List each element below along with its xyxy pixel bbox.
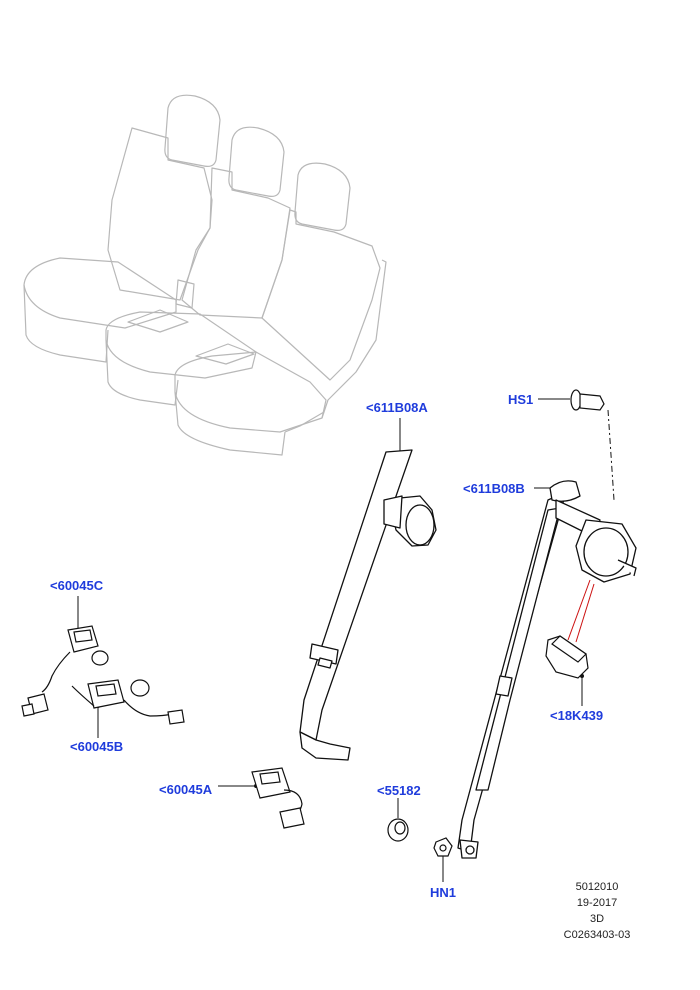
rear-seat-outline — [23, 94, 387, 456]
reference-date: 19-2017 — [576, 897, 618, 909]
cover-highlight-lines — [567, 579, 595, 643]
callout-60045c[interactable]: <60045C — [50, 578, 104, 593]
callout-hs1[interactable]: HS1 — [508, 392, 534, 407]
callout-60045a[interactable]: <60045A — [159, 782, 213, 797]
callout-60045b[interactable]: <60045B — [70, 739, 124, 754]
callout-611b08a[interactable]: <611B08A — [366, 400, 428, 415]
hn1-nut — [433, 837, 453, 857]
retractor-cover-18k439 — [545, 635, 589, 679]
callout-55182[interactable]: <55182 — [377, 783, 421, 798]
leader-lines — [77, 398, 583, 882]
buckle-60045c — [21, 625, 109, 717]
callout-18k439[interactable]: <18K439 — [550, 708, 604, 723]
reference-code: C0263403-03 — [563, 929, 631, 941]
buckle-60045a — [251, 767, 305, 829]
buckle-60045b — [71, 679, 185, 725]
hs1-bolt — [570, 389, 605, 411]
cap-55182 — [387, 818, 409, 842]
centre-seat-belt-assembly — [299, 449, 437, 761]
callout-611b08b[interactable]: <611B08B — [463, 481, 525, 496]
outer-seat-belt-assembly — [457, 480, 637, 859]
callout-hn1[interactable]: HN1 — [430, 885, 457, 900]
reference-number: 5012010 — [575, 881, 619, 893]
reference-view: 3D — [589, 913, 605, 925]
bolt-centreline — [607, 409, 615, 501]
